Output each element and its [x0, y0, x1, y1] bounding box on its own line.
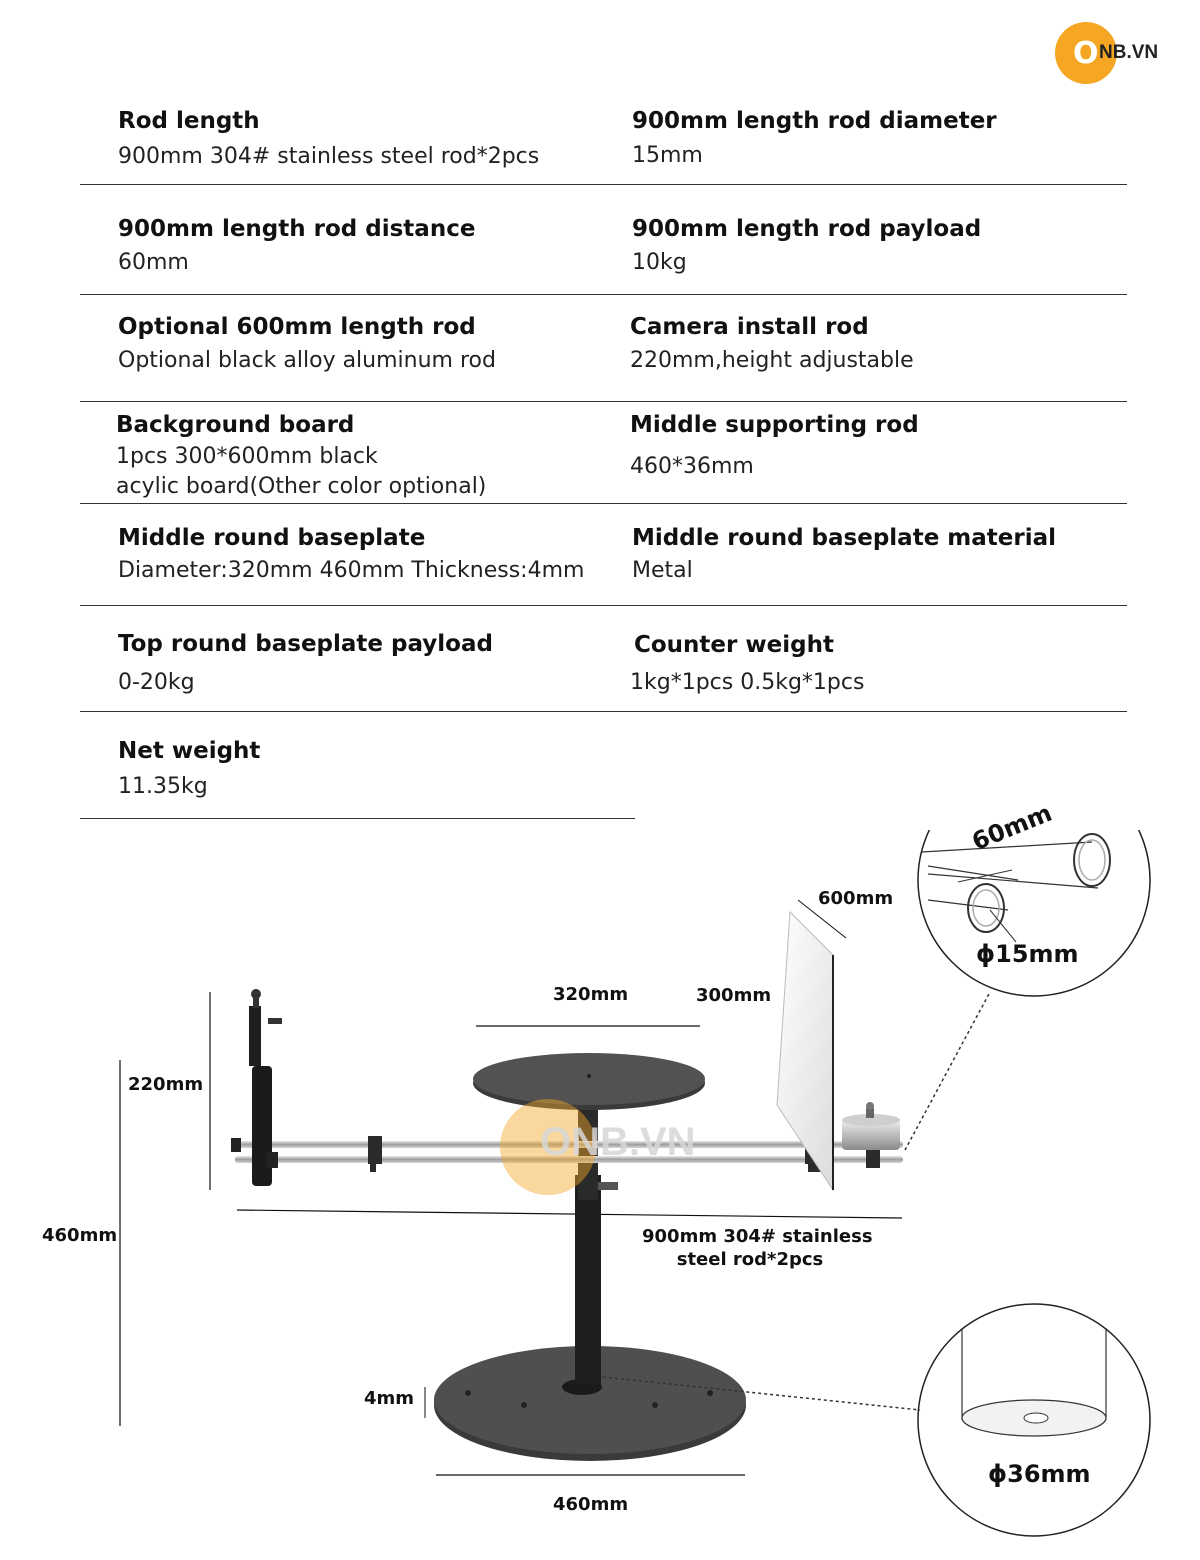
spec-value: Metal	[632, 558, 693, 583]
watermark	[500, 1099, 596, 1195]
rod-caption-line2: steel rod*2pcs	[676, 1249, 824, 1270]
callout-leader-top	[904, 991, 991, 1151]
spec-label: Middle round baseplate	[118, 525, 426, 551]
spec-top-payload: Top round baseplate payload 0-20kg	[118, 629, 493, 698]
spec-label: 900mm length rod payload	[632, 216, 982, 242]
spec-value: 0-20kg	[118, 670, 195, 695]
row-divider	[80, 184, 1127, 185]
dim-camera-rod-height: 220mm	[128, 1074, 204, 1095]
rod-knob	[598, 1182, 618, 1190]
spec-label: Optional 600mm length rod	[118, 314, 476, 340]
spec-middle-rod: Middle supporting rod 460*36mm	[630, 410, 919, 482]
spec-value-line2: acylic board(Other color optional)	[116, 474, 487, 499]
top-plate	[473, 1053, 705, 1110]
row-divider	[80, 401, 1127, 402]
spec-value-line1: 1pcs 300*600mm black	[116, 444, 378, 469]
dim-board-width: 600mm	[818, 888, 894, 909]
spec-label: Background board	[116, 412, 355, 438]
spec-value: 1kg*1pcs 0.5kg*1pcs	[630, 670, 865, 695]
spec-rod-payload: 900mm length rod payload 10kg	[632, 214, 981, 278]
row-divider	[80, 503, 1127, 504]
spec-label: Middle round baseplate material	[632, 525, 1057, 551]
spec-value: 460*36mm	[630, 454, 754, 479]
spec-label: 900mm length rod distance	[118, 216, 476, 242]
spec-value: Optional black alloy aluminum rod	[118, 348, 496, 373]
spec-rod-length: Rod length 900mm 304# stainless steel ro…	[118, 106, 539, 172]
callout-rod-diameter: ϕ15mm	[976, 940, 1079, 968]
spec-baseplate-material: Middle round baseplate material Metal	[632, 523, 1056, 586]
spec-label: Middle supporting rod	[630, 412, 919, 438]
watermark-text: ONB.VN	[540, 1120, 696, 1164]
spec-label: Net weight	[118, 738, 261, 764]
spec-value: Diameter:320mm 460mm Thickness:4mm	[118, 558, 585, 583]
rod-collar	[578, 1100, 598, 1200]
spec-camera-rod: Camera install rod 220mm,height adjustab…	[630, 312, 914, 376]
middle-rod	[575, 1175, 601, 1385]
dim-middle-rod-height: 460mm	[42, 1225, 118, 1246]
logo-letter: O	[1073, 36, 1099, 71]
spec-value: 220mm,height adjustable	[630, 348, 914, 373]
row-divider	[80, 605, 1127, 606]
rod-base-callout	[917, 1303, 1151, 1537]
row-divider	[80, 711, 1127, 712]
spec-value: 15mm	[632, 143, 703, 168]
spec-label: Rod length	[118, 108, 260, 134]
spec-middle-baseplate: Middle round baseplate Diameter:320mm 46…	[118, 523, 584, 586]
spec-value: 11.35kg	[118, 774, 208, 799]
rod-caption: 900mm 304# stainless steel rod*2pcs	[642, 1226, 873, 1270]
spec-value: 10kg	[632, 250, 687, 275]
spec-label: Camera install rod	[630, 314, 869, 340]
dim-top-plate-diameter: 320mm	[553, 984, 629, 1005]
dim-base-diameter: 460mm	[553, 1494, 629, 1515]
spec-net-weight: Net weight 11.35kg	[118, 736, 260, 802]
spec-counter-weight: Counter weight 1kg*1pcs 0.5kg*1pcs	[630, 630, 864, 698]
row-divider	[80, 294, 1127, 295]
diagram-drawing	[119, 830, 1151, 1537]
spec-label: Counter weight	[634, 632, 834, 658]
spec-label: Top round baseplate payload	[118, 631, 493, 657]
rod-caption-line1: 900mm 304# stainless	[642, 1226, 873, 1247]
spec-label: 900mm length rod diameter	[632, 108, 997, 134]
base-plate	[434, 1346, 746, 1461]
brand-logo: O NB.VN	[1055, 22, 1175, 86]
spec-rod-diameter: 900mm length rod diameter 15mm	[632, 106, 997, 171]
camera-install-rod	[231, 989, 282, 1186]
spec-value: 60mm	[118, 250, 189, 275]
row-divider	[80, 818, 635, 819]
steel-rods	[235, 1141, 903, 1163]
logo-text: NB.VN	[1099, 42, 1159, 63]
spec-value: 900mm 304# stainless steel rod*2pcs	[118, 144, 540, 169]
background-board	[776, 910, 834, 1192]
spec-background-board: Background board 1pcs 300*600mm black ac…	[116, 410, 486, 502]
spec-optional-rod: Optional 600mm length rod Optional black…	[118, 312, 496, 376]
callout-leader-bottom	[602, 1376, 921, 1411]
callout-middle-rod-diameter: ϕ36mm	[988, 1460, 1091, 1488]
counter-weight	[842, 1102, 900, 1150]
dim-plate-thickness: 4mm	[364, 1388, 415, 1409]
logo-circle	[1055, 22, 1117, 84]
spec-rod-distance: 900mm length rod distance 60mm	[118, 214, 475, 278]
product-diagram: 320mm 300mm 600mm 220mm 460mm 4mm 460mm …	[0, 799, 1200, 1560]
rod-detail-callout	[917, 830, 1151, 997]
dim-board-height: 300mm	[696, 985, 772, 1006]
